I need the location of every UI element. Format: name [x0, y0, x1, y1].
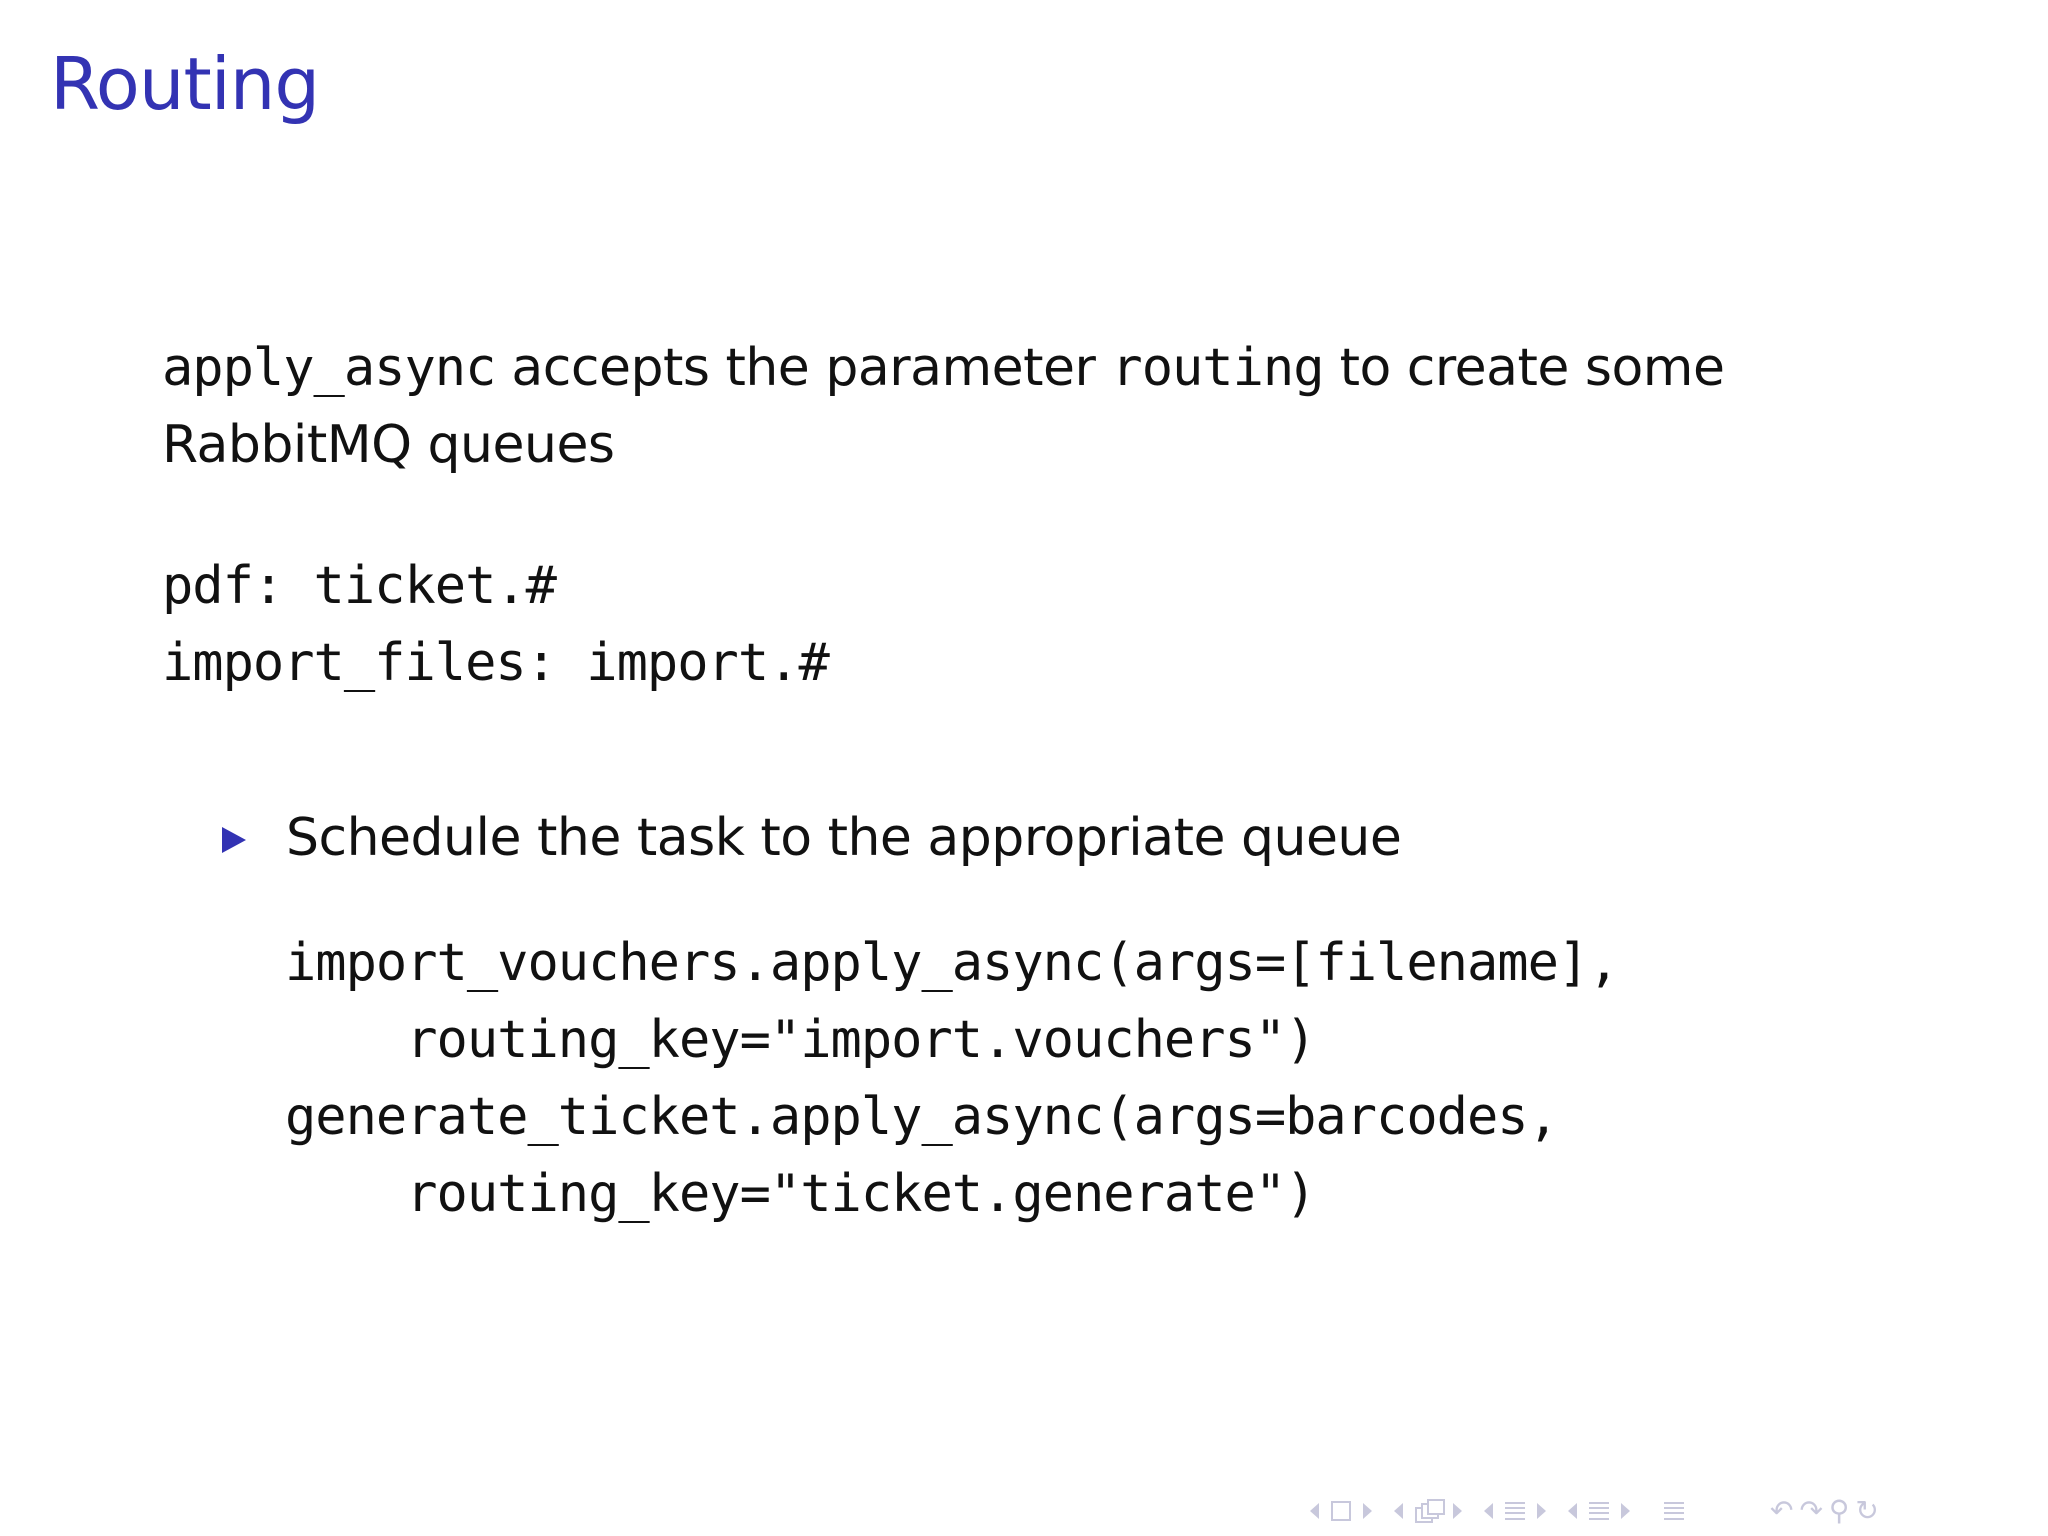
subsection-nav[interactable]: [1394, 1498, 1462, 1523]
inline-code-routing: routing: [1111, 338, 1324, 398]
frame-nav[interactable]: [1310, 1500, 1372, 1521]
beamer-navigation-bar: ↶↷⚲↻: [1310, 1494, 1885, 1527]
outline-nav[interactable]: [1568, 1501, 1630, 1520]
intro-paragraph: apply_async accepts the parameter routin…: [162, 330, 1962, 484]
intro-text-2: to create some RabbitMQ queues: [162, 338, 1725, 475]
code-line: generate_ticket.apply_async(args=barcode…: [285, 1087, 1559, 1147]
code-line: pdf: ticket.#: [162, 556, 557, 616]
intro-text-1: accepts the parameter: [495, 338, 1112, 398]
outline-next-icon[interactable]: [1621, 1502, 1630, 1519]
section-nav[interactable]: [1484, 1501, 1546, 1520]
bullet-triangle-icon: [222, 826, 246, 853]
outline-nav-icon[interactable]: [1589, 1501, 1609, 1520]
bullet-text: Schedule the task to the appropriate que…: [286, 808, 1402, 868]
bullet-item: Schedule the task to the appropriate que…: [222, 800, 1402, 877]
search-undo-controls[interactable]: ↶↷⚲↻: [1770, 1494, 1885, 1527]
section-nav-icon[interactable]: [1505, 1501, 1525, 1520]
frame-prev-icon[interactable]: [1310, 1502, 1319, 1519]
frame-nav-icon[interactable]: [1331, 1500, 1351, 1521]
subsection-nav-icon[interactable]: [1415, 1498, 1445, 1523]
queues-code-block: pdf: ticket.# import_files: import.#: [162, 548, 830, 702]
appendix-icon[interactable]: [1664, 1501, 1684, 1520]
subsection-next-icon[interactable]: [1453, 1502, 1462, 1519]
inline-code-apply-async: apply_async: [162, 338, 496, 398]
outline-prev-icon[interactable]: [1568, 1502, 1577, 1519]
section-prev-icon[interactable]: [1484, 1502, 1493, 1519]
code-line: import_files: import.#: [162, 633, 830, 693]
code-line: routing_key="import.vouchers"): [285, 1010, 1316, 1070]
slide-title: Routing: [50, 42, 320, 126]
code-line: import_vouchers.apply_async(args=[filena…: [285, 933, 1619, 993]
subsection-prev-icon[interactable]: [1394, 1502, 1403, 1519]
calls-code-block: import_vouchers.apply_async(args=[filena…: [285, 925, 1619, 1233]
appendix-nav[interactable]: [1652, 1501, 1696, 1520]
section-next-icon[interactable]: [1537, 1502, 1546, 1519]
code-line: routing_key="ticket.generate"): [285, 1164, 1316, 1224]
frame-next-icon[interactable]: [1363, 1502, 1372, 1519]
